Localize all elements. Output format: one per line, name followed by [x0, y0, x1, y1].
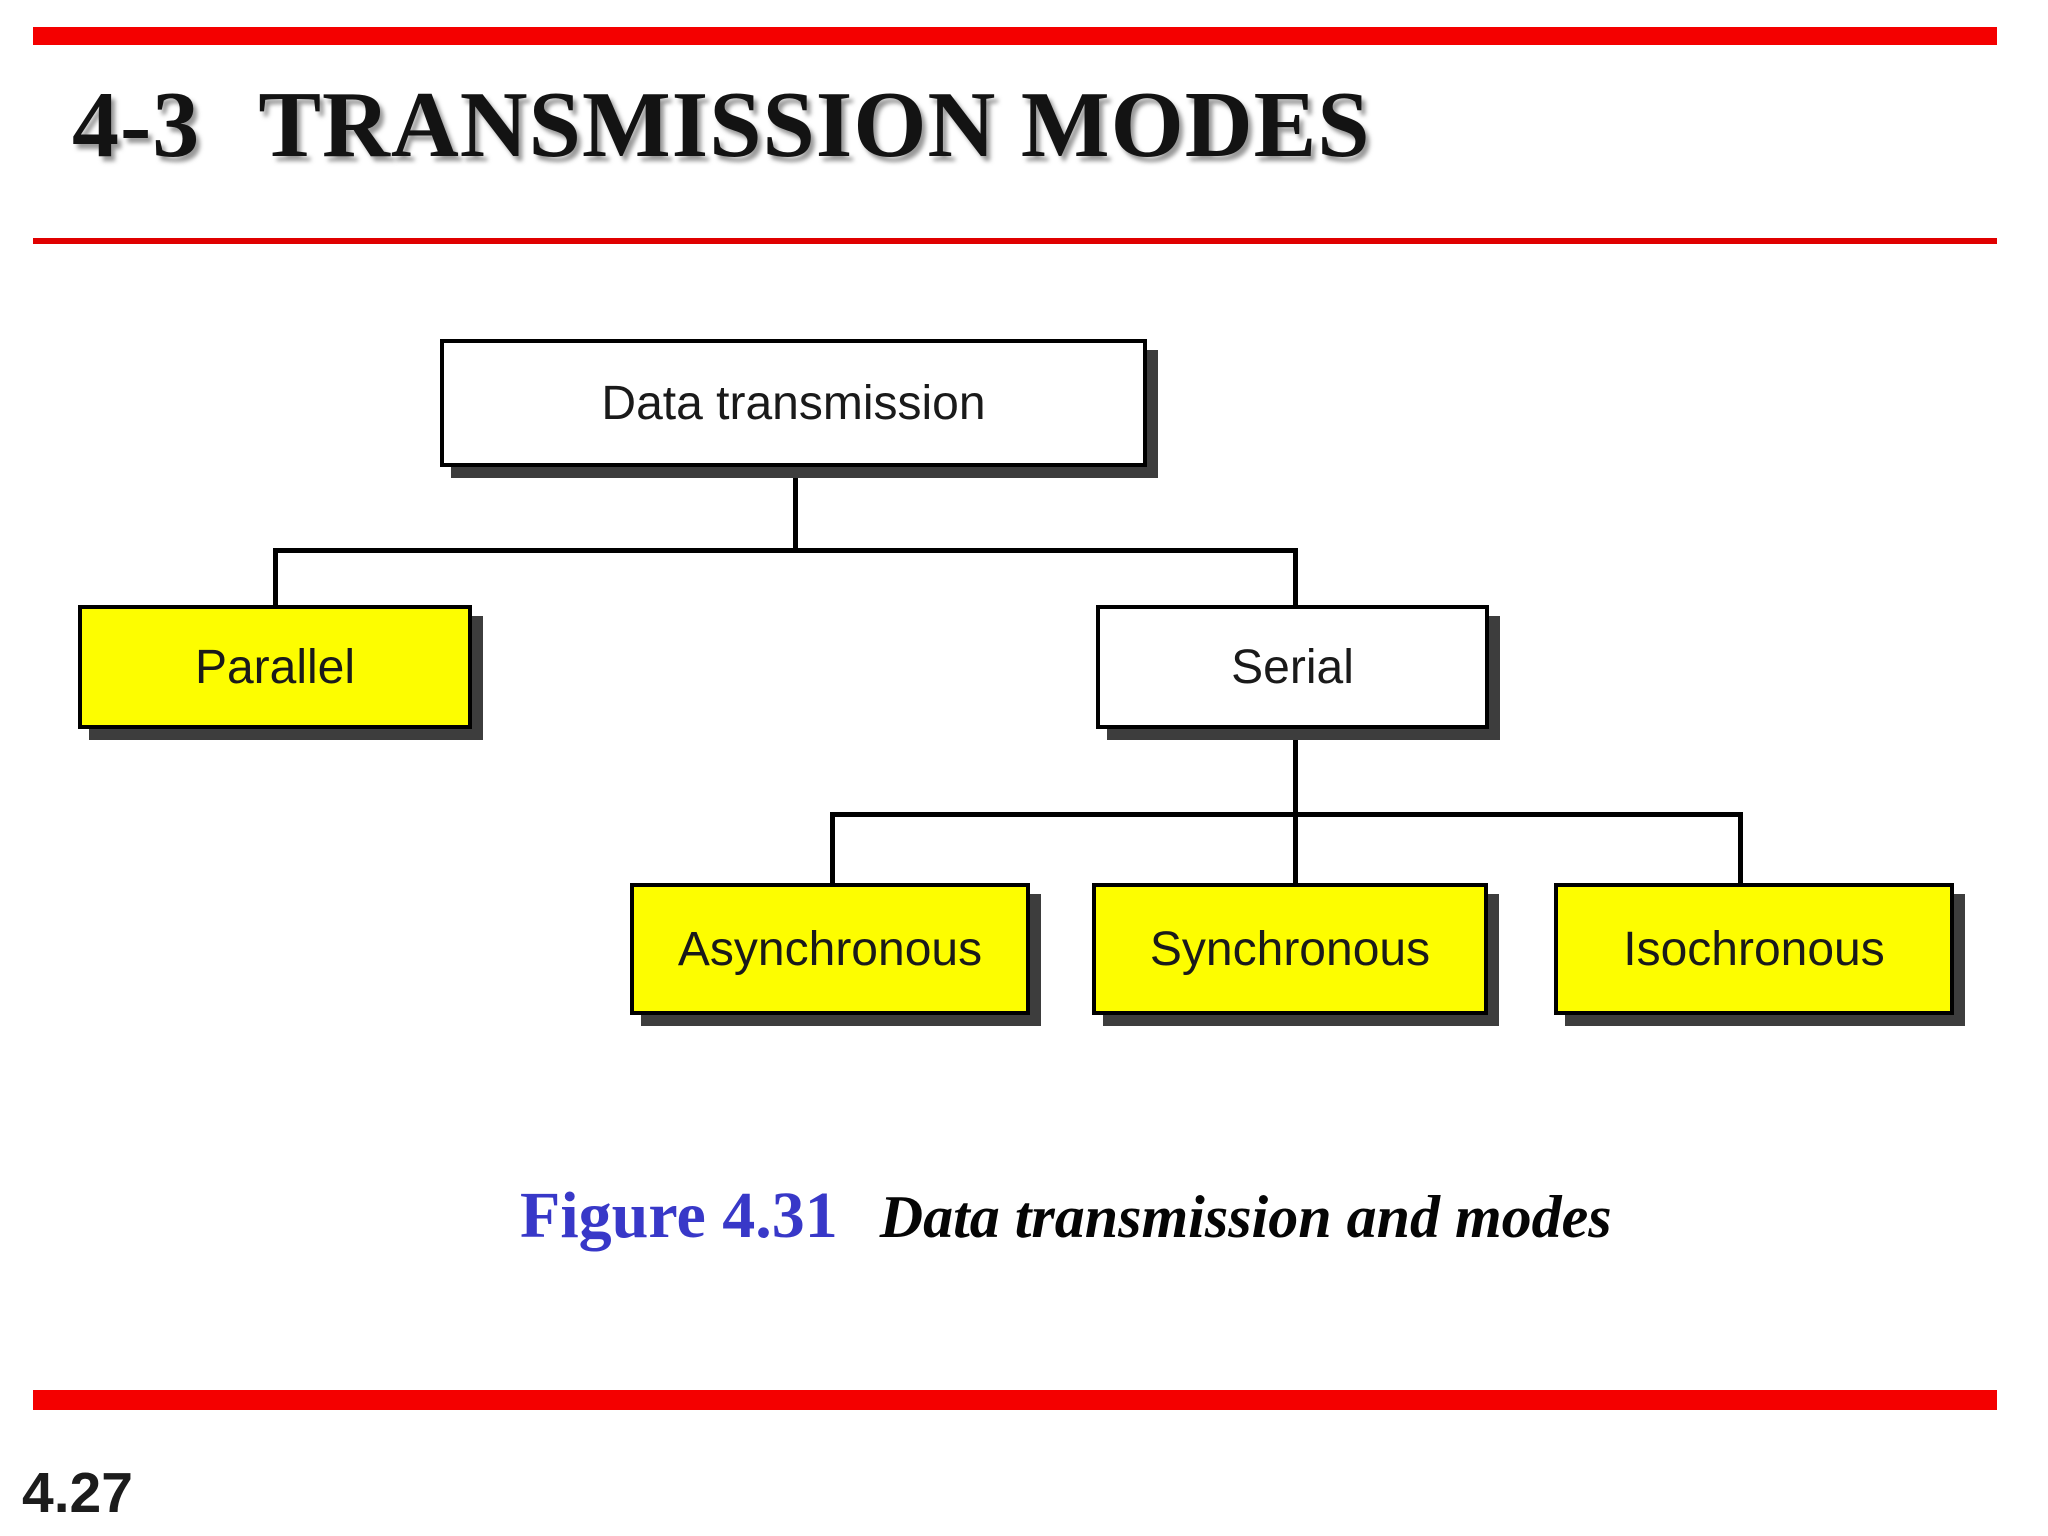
tree-node-data-transmission: Data transmission: [440, 339, 1147, 467]
slide-section-number: 4-3: [72, 73, 201, 177]
page-number: 4.27: [22, 1461, 133, 1525]
figure-label: Figure 4.31: [520, 1179, 838, 1252]
slide-title: 4-3 TRANSMISSION MODES: [72, 70, 1371, 180]
connector-asynchronous-vertical: [830, 812, 835, 886]
connector-level1-horizontal: [273, 548, 1298, 553]
connector-isochronous-vertical: [1738, 812, 1743, 886]
tree-node-serial: Serial: [1096, 605, 1489, 729]
tree-node-label: Serial: [1231, 640, 1354, 694]
connector-level2-horizontal: [830, 812, 1743, 817]
tree-node-label: Data transmission: [601, 376, 986, 430]
tree-node-label: Synchronous: [1149, 922, 1431, 976]
slide-title-text: TRANSMISSION MODES: [258, 73, 1371, 177]
title-underline-rule: [33, 238, 1997, 244]
tree-node-asynchronous: Asynchronous: [630, 883, 1030, 1015]
connector-root-vertical: [793, 467, 798, 552]
connector-parallel-vertical: [273, 548, 278, 608]
bottom-accent-bar: [33, 1390, 1997, 1410]
connector-serial-bottom-vertical: [1293, 729, 1298, 886]
top-accent-bar: [33, 27, 1997, 45]
figure-caption-text: Data transmission and modes: [879, 1184, 1612, 1250]
connector-serial-top-vertical: [1293, 548, 1298, 608]
tree-node-label: Isochronous: [1623, 922, 1885, 976]
tree-node-synchronous: Synchronous: [1092, 883, 1488, 1015]
tree-node-parallel: Parallel: [78, 605, 472, 729]
figure-caption: Figure 4.31 Data transmission and modes: [520, 1178, 1612, 1254]
tree-node-label: Asynchronous: [677, 922, 983, 976]
tree-node-isochronous: Isochronous: [1554, 883, 1954, 1015]
tree-node-label: Parallel: [194, 640, 356, 694]
